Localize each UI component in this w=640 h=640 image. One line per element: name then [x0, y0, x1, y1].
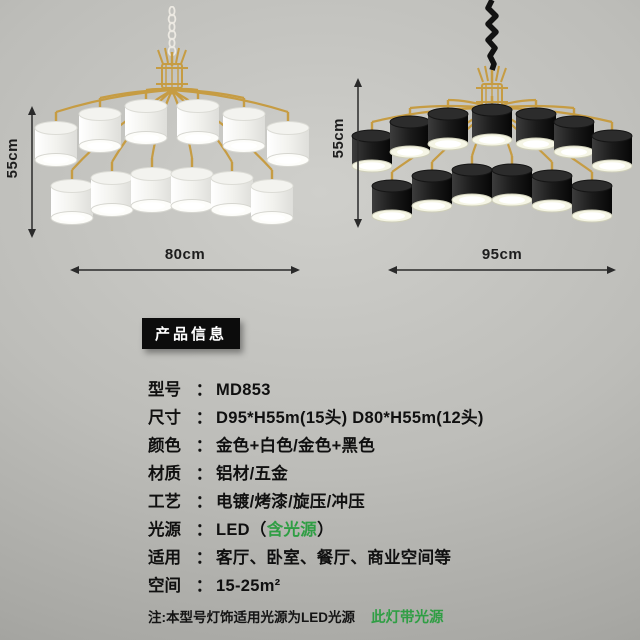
right-width-dimension-label: 95cm: [481, 246, 523, 263]
spec-row-color: 颜色 ： 金色+白色/金色+黑色: [148, 432, 618, 460]
spec-note: 注:本型号灯饰适用光源为LED光源 此灯带光源: [148, 608, 618, 628]
spec-value: 铝材/五金: [216, 465, 289, 483]
left-height-dimension-arrow: [24, 106, 40, 238]
spec-label: 材质: [148, 465, 181, 483]
spec-value: D95*H55m(15头) D80*H55m(12头): [216, 409, 484, 427]
spec-row-material: 材质 ： 铝材/五金: [148, 460, 618, 488]
spec-row-model: 型号 ： MD853: [148, 376, 618, 404]
spec-value: LED（含光源）: [216, 516, 618, 544]
spec-colon: ：: [195, 493, 213, 511]
spec-value: 电镀/烤漆/旋压/冲压: [216, 493, 366, 511]
spec-label: 型号: [148, 381, 181, 399]
white-chain: [167, 6, 177, 57]
spec-note-highlight: 此灯带光源: [371, 610, 444, 626]
spec-colon: ：: [195, 465, 213, 483]
gold-hub: [156, 47, 188, 95]
left-width-dimension-label: 80cm: [164, 246, 206, 263]
white-chandelier-illustration: [22, 6, 322, 276]
light-source-suffix: ）: [317, 521, 334, 539]
white-lamp-heads: [33, 88, 311, 226]
right-width-dimension-arrow: [388, 263, 616, 277]
light-source-prefix: LED（: [216, 521, 267, 539]
spec-value: 金色+白色/金色+黑色: [216, 437, 376, 455]
right-height-dimension-label: 55cm: [330, 118, 347, 159]
spec-colon: ：: [195, 437, 213, 455]
spec-row-light-source: 光源 ： LED（含光源）: [148, 516, 618, 544]
spec-value: 客厅、卧室、餐厅、商业空间等: [216, 549, 452, 567]
spec-colon: ：: [195, 521, 213, 539]
spec-colon: ：: [195, 549, 213, 567]
left-height-dimension-label: 55cm: [4, 138, 21, 179]
spec-label: 工艺: [148, 493, 181, 511]
spec-colon: ：: [195, 409, 213, 427]
spec-label: 空间: [148, 577, 181, 595]
spec-colon: ：: [195, 381, 213, 399]
spec-label: 颜色: [148, 437, 181, 455]
spec-label: 光源: [148, 521, 181, 539]
product-info-badge: 产品信息: [142, 318, 241, 349]
spec-row-space: 空间 ： 15-25m²: [148, 572, 618, 600]
black-lamp-heads: [350, 94, 634, 224]
spec-colon: ：: [195, 577, 213, 595]
black-chain: [485, 0, 499, 71]
black-chandelier-illustration: [342, 0, 640, 275]
spec-label: 尺寸: [148, 409, 181, 427]
spec-row-usage: 适用 ： 客厅、卧室、餐厅、商业空间等: [148, 544, 618, 572]
spec-row-size: 尺寸 ： D95*H55m(15头) D80*H55m(12头): [148, 404, 618, 432]
spec-value: 15-25m²: [216, 577, 281, 595]
spec-list: 型号 ： MD853 尺寸 ： D95*H55m(15头) D80*H55m(1…: [148, 376, 618, 628]
spec-note-text: 注:本型号灯饰适用光源为LED光源: [148, 610, 355, 625]
light-source-highlight: 含光源: [266, 521, 318, 539]
spec-value: MD853: [216, 381, 271, 399]
left-width-dimension-arrow: [70, 263, 300, 277]
spec-label: 适用: [148, 549, 181, 567]
spec-row-craft: 工艺 ： 电镀/烤漆/旋压/冲压: [148, 488, 618, 516]
right-height-dimension-arrow: [350, 78, 366, 228]
